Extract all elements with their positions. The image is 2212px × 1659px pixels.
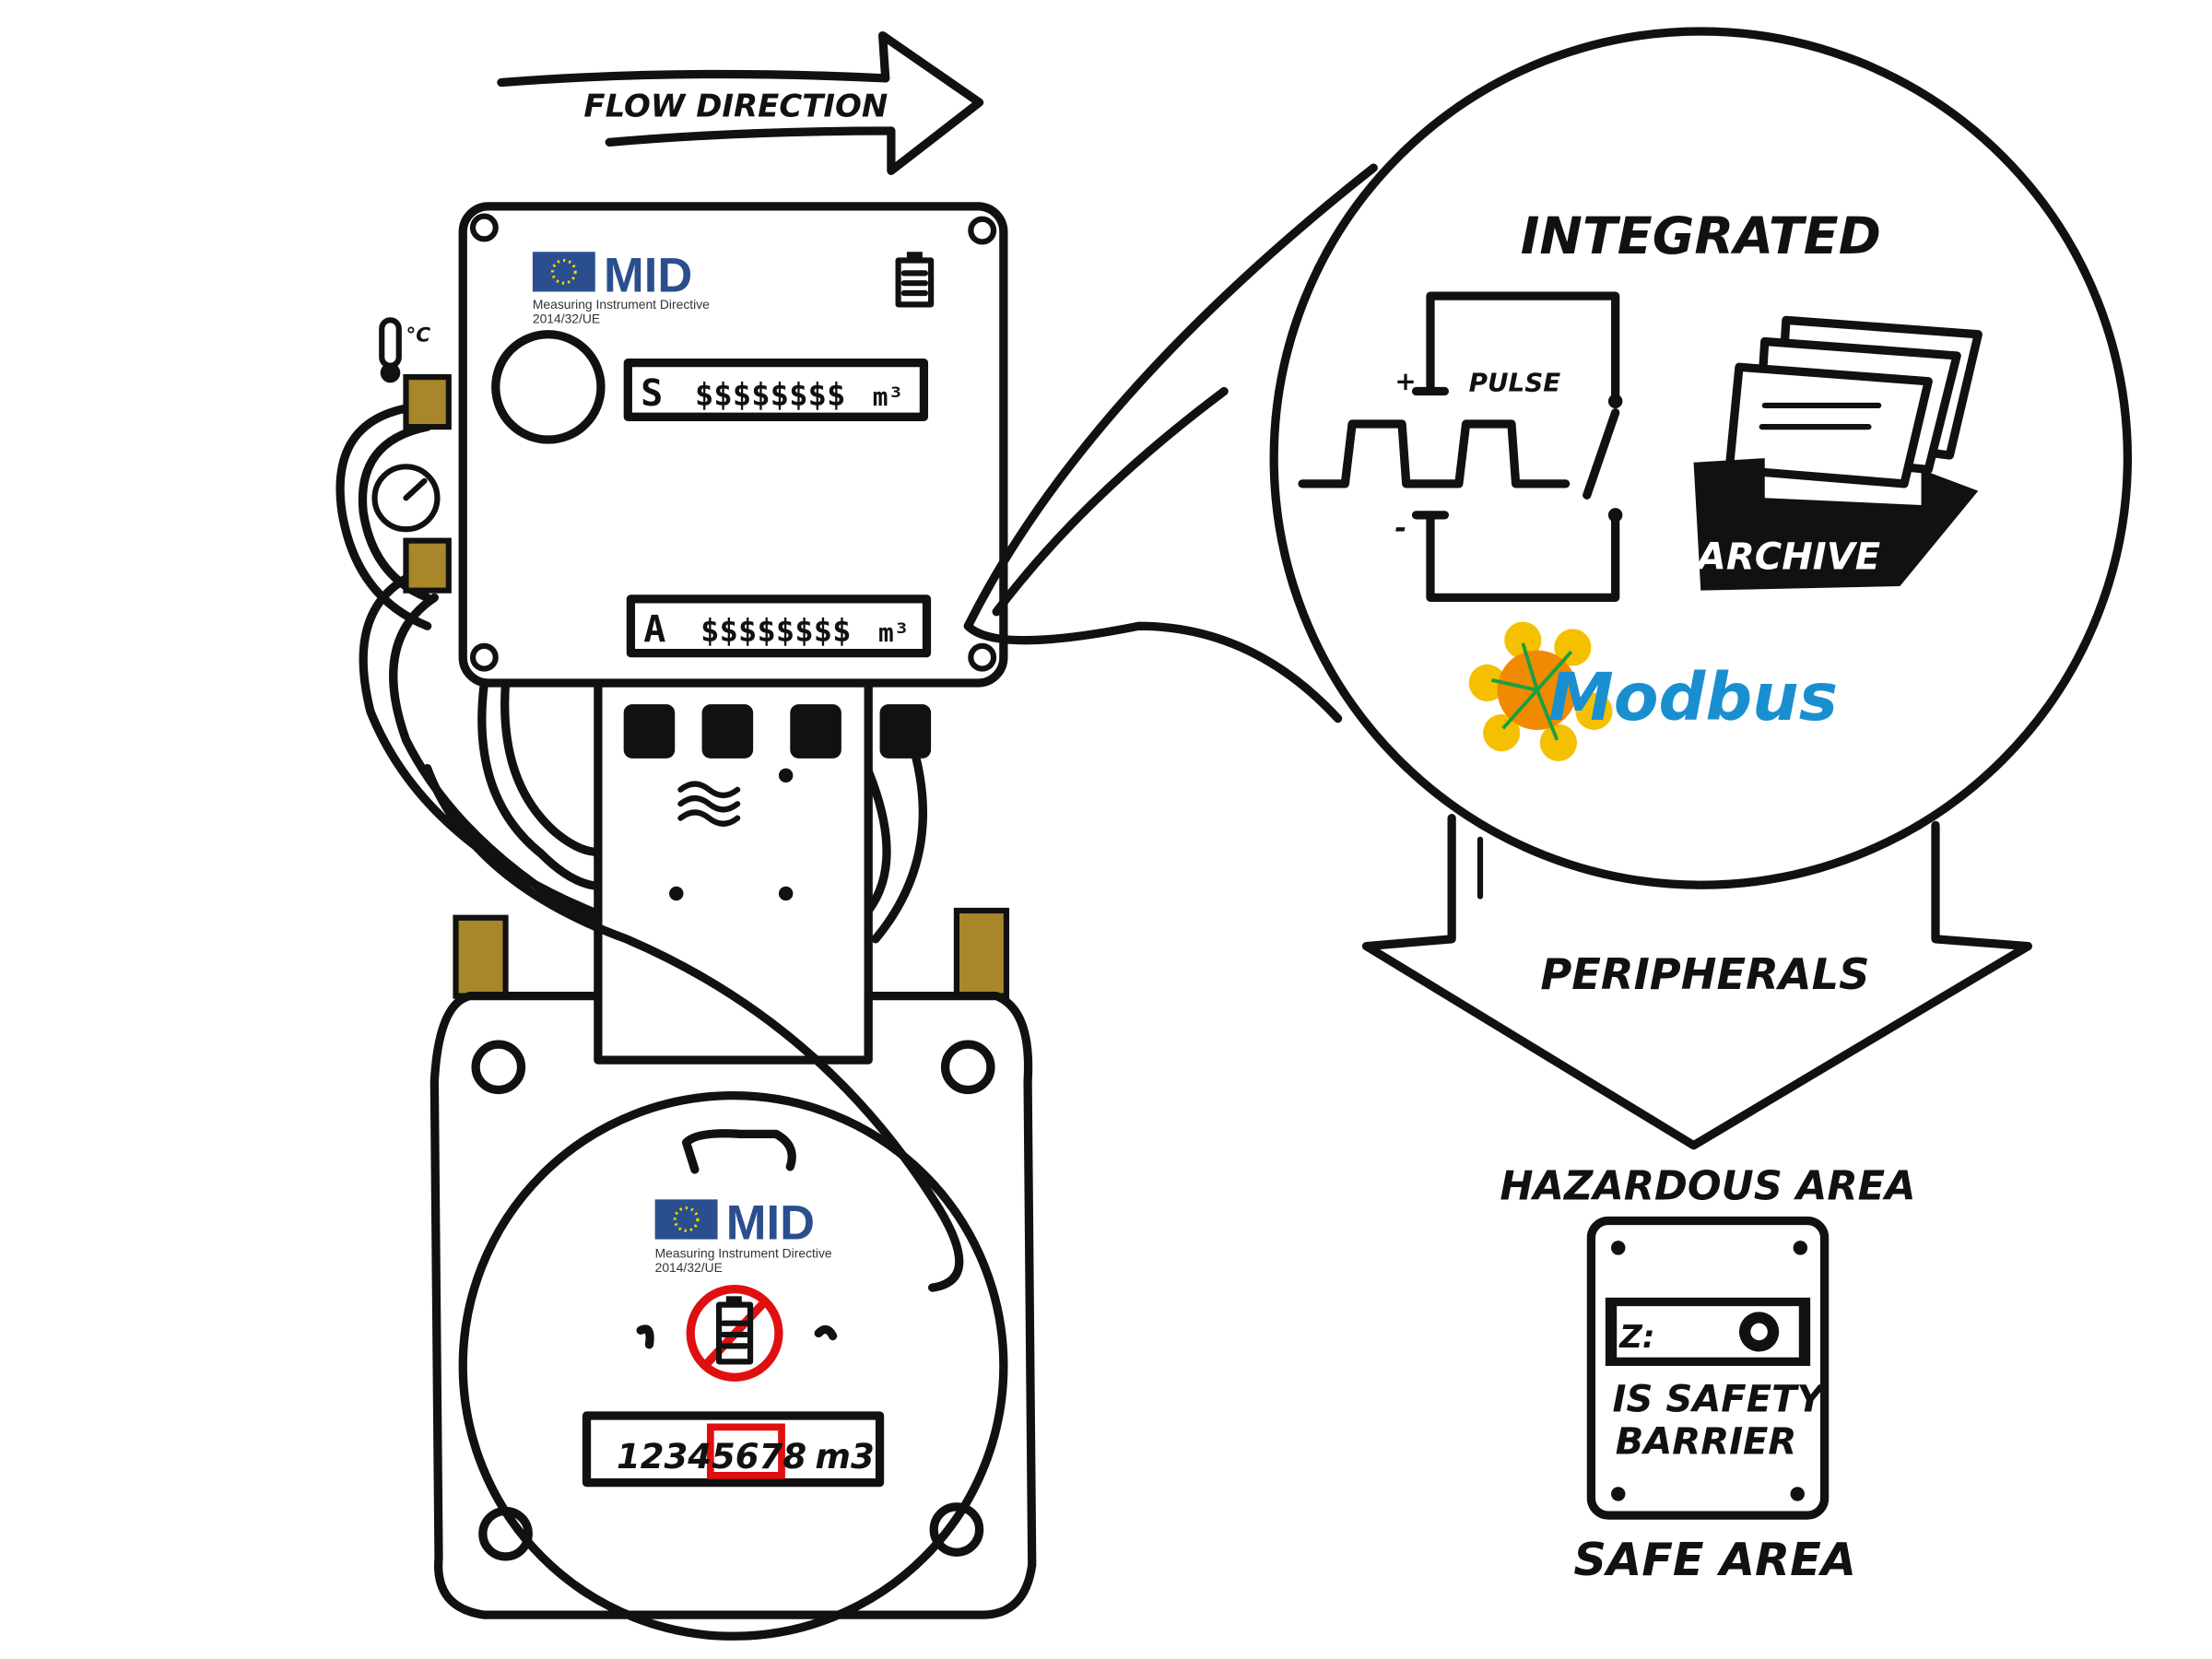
lcd-display-bottom: A $$$$$$$$ m³ [626, 594, 932, 658]
brass-fitting [403, 537, 452, 594]
electronic-head: MID Measuring Instrument Directive 2014/… [458, 202, 1008, 688]
lcd-display-top: S $$$$$$$$ m³ [623, 359, 929, 421]
svg-text:m³: m³ [873, 382, 903, 412]
peripherals-label: PERIPHERALS [1540, 949, 1869, 999]
svg-text:PULSE: PULSE [1469, 368, 1561, 398]
svg-text:Z:: Z: [1618, 1319, 1654, 1356]
svg-text:Measuring Instrument Directive: Measuring Instrument Directive [533, 297, 710, 312]
svg-text:2014/32/UE: 2014/32/UE [655, 1260, 723, 1275]
hazardous-area-label: HAZARDOUS AREA [1500, 1163, 1915, 1209]
svg-text:m³: m³ [878, 618, 909, 648]
brass-bolt [953, 907, 1010, 999]
is-safety-barrier: Z: IS SAFETY BARRIER [1586, 1216, 1830, 1520]
svg-text:BARRIER: BARRIER [1616, 1421, 1797, 1464]
svg-text:$$$$$$$$: $$$$$$$$ [695, 377, 846, 414]
archive-icon: ARCHIVE [1693, 315, 1983, 591]
mid-logo: MID Measuring Instrument Directive 2014/… [654, 1196, 832, 1275]
brass-bolt [453, 914, 509, 999]
safe-area-label: SAFE AREA [1573, 1533, 1856, 1586]
flow-direction-label: FLOW DIRECTION [583, 88, 888, 125]
svg-text:Measuring Instrument Directive: Measuring Instrument Directive [655, 1246, 832, 1261]
svg-text:Modbus: Modbus [1548, 659, 1838, 735]
battery-icon [895, 252, 935, 308]
svg-text:2014/32/UE: 2014/32/UE [533, 311, 600, 325]
push-button[interactable] [491, 330, 606, 444]
svg-text:S: S [641, 372, 663, 415]
integrated-title: INTEGRATED [1521, 206, 1881, 266]
peripherals-arrow: PERIPHERALS [1361, 814, 2032, 1150]
integrated-callout: INTEGRATED + - PULSE ARCHIVE M [963, 27, 2133, 889]
mid-logo: MID Measuring Instrument Directive 2014/… [532, 248, 710, 325]
svg-text:MID: MID [726, 1196, 815, 1251]
temperature-unit: °C [406, 324, 430, 347]
brass-fitting [403, 374, 452, 430]
svg-text:MID: MID [604, 248, 692, 302]
svg-text:A: A [643, 608, 665, 651]
svg-text:IS SAFETY: IS SAFETY [1613, 1378, 1828, 1420]
svg-text:$$$$$$$$: $$$$$$$$ [700, 613, 852, 650]
cable-glands [623, 704, 932, 759]
svg-text:-: - [1394, 512, 1406, 546]
no-battery-icon [686, 1284, 783, 1382]
pulse-output-icon: + - PULSE [1298, 291, 1623, 603]
flow-direction-arrow: FLOW DIRECTION [497, 30, 984, 175]
modbus-logo: Modbus [1468, 621, 1838, 761]
meter-body: MID Measuring Instrument Directive 2014/… [423, 763, 1037, 1641]
svg-text:ARCHIVE: ARCHIVE [1695, 535, 1880, 578]
svg-text:+: + [1394, 366, 1416, 396]
thermometer-icon: °C [379, 317, 430, 383]
pressure-gauge-icon [371, 464, 441, 533]
